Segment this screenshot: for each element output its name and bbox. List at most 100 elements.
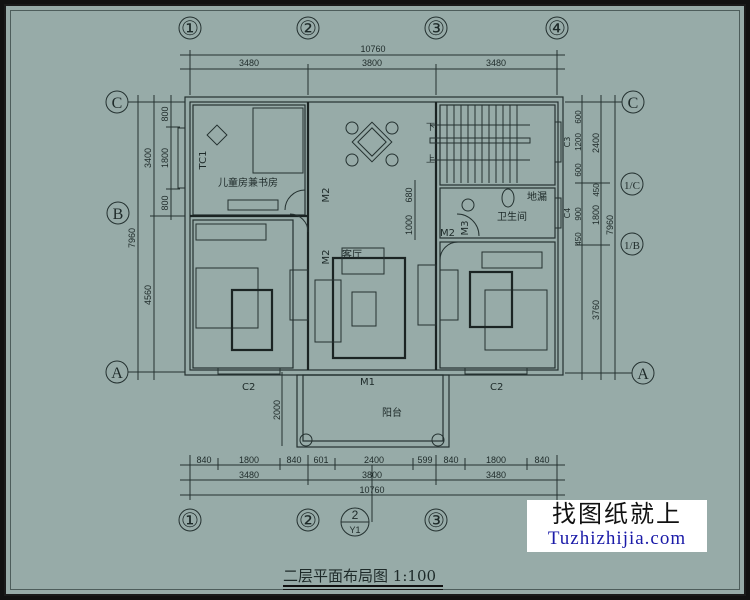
room-label-living: 客厅	[342, 248, 362, 261]
coffee-table-icon	[351, 291, 377, 327]
dim-left-800b: 800	[160, 195, 170, 210]
axis-markers-left: C B A 7960 3400 4560 800 1800 800	[105, 90, 185, 384]
dim-top-bay-2: 3800	[362, 58, 382, 68]
tv-cabinet-right-icon	[439, 269, 459, 321]
room-label-balcony: 阳台	[382, 406, 402, 419]
dim-bottom-5: 2400	[364, 455, 384, 465]
dim-bottom-1: 840	[196, 455, 211, 465]
door-swing-bed-left	[289, 213, 309, 233]
title-text: 二层平面布局图	[283, 567, 389, 585]
watermark: 找图纸就上 Tuzhizhijia.com	[527, 500, 707, 552]
label-c2-left: C2	[242, 382, 255, 393]
dim-right-2400: 2400	[591, 133, 601, 153]
label-c3: C3	[563, 137, 572, 148]
axis-2-label: ②	[299, 18, 317, 40]
axis-4-label: ④	[548, 18, 566, 40]
dim-right-1200: 1200	[574, 133, 583, 151]
window-tc1	[177, 127, 186, 189]
axis-b-left: B	[113, 206, 124, 223]
section-marker-top: 2	[352, 508, 359, 522]
sofa-top-icon	[341, 247, 385, 275]
dining-table-icon	[345, 121, 399, 167]
building-walls: 下 上	[184, 96, 564, 376]
rug-left-icon	[230, 288, 274, 352]
staircase: 下 上	[426, 105, 531, 183]
window-c3	[554, 121, 562, 163]
door-swing-bed-right	[439, 241, 459, 261]
chair-icon	[206, 124, 228, 146]
dim-right-450b: 450	[574, 232, 583, 246]
top-dimensions: 10760 3480 3800 3480	[180, 44, 565, 95]
axis-markers-right: C 1/C 1/B A 2400 1800 3760 7960 600 1200…	[565, 90, 655, 385]
door-swing-bath	[456, 213, 480, 237]
dim-left-4560: 4560	[143, 285, 153, 305]
label-c4: C4	[563, 208, 572, 219]
label-tc1: TC1	[198, 151, 209, 171]
drawing-title: 二层平面布局图 1:100	[283, 565, 436, 586]
axis-1-label: ①	[181, 18, 199, 40]
dim-top-bay-1: 3480	[239, 58, 259, 68]
axis-1-bottom: ①	[181, 510, 199, 532]
room-label-floor-drain: 地漏	[527, 190, 547, 203]
axis-1c-right: 1/C	[624, 180, 640, 192]
dim-left-total: 7960	[127, 228, 137, 248]
axis-1b-right: 1/B	[624, 240, 640, 252]
title-underline	[283, 585, 443, 587]
washbasin-icon	[461, 198, 475, 212]
desk-icon	[227, 199, 279, 211]
label-m2-bed-right: M2	[440, 228, 455, 239]
door-swing-kids	[284, 189, 306, 211]
bed-right-icon	[484, 289, 548, 351]
title-scale: 1:100	[392, 567, 437, 585]
tv-cabinet-mid-icon	[417, 264, 437, 326]
room-label-kids-study: 儿童房兼书房	[218, 176, 278, 189]
axis-c-left: C	[112, 95, 123, 112]
dim-left-3400: 3400	[143, 148, 153, 168]
dim-left-800a: 800	[160, 106, 170, 121]
dim-right-450a: 450	[592, 183, 601, 197]
kids-bed-icon	[252, 107, 304, 174]
stair-up-label: 上	[426, 154, 435, 165]
dim-right-total: 7960	[605, 215, 615, 235]
label-m3: M3	[460, 221, 471, 236]
dim-bottom-8: 1800	[486, 455, 506, 465]
label-c2-right: C2	[490, 382, 503, 393]
dim-bottom-7: 840	[443, 455, 458, 465]
dim-bottom-bay-3: 3480	[486, 470, 506, 480]
window-c2-left	[217, 367, 281, 375]
axis-2-bottom: ②	[299, 510, 317, 532]
dim-bottom-bay-1: 3480	[239, 470, 259, 480]
section-marker-bottom: Y1	[349, 525, 360, 535]
dim-right-3760: 3760	[591, 300, 601, 320]
dim-left-1800: 1800	[160, 148, 170, 168]
dim-right-600b: 600	[574, 163, 583, 177]
window-c2-right	[464, 367, 528, 375]
label-m2-kids: M2	[321, 188, 332, 203]
dim-top-total: 10760	[360, 44, 385, 54]
dim-bottom-2: 1800	[239, 455, 259, 465]
axis-markers-top: ① ② ③ ④	[178, 16, 569, 40]
watermark-url: Tuzhizhijia.com	[547, 528, 687, 549]
label-m2-bed-left: M2	[321, 250, 332, 265]
dim-top-bay-3: 3480	[486, 58, 506, 68]
dim-bottom-4: 601	[313, 455, 328, 465]
wardrobe-right-icon	[481, 251, 543, 269]
axis-c-right: C	[628, 95, 639, 112]
dim-center-680: 680	[404, 187, 414, 202]
wardrobe-left-icon	[195, 223, 267, 241]
living-room-rug	[331, 256, 407, 360]
tv-cabinet-left-icon	[289, 269, 309, 321]
sofa-side-icon	[314, 279, 342, 343]
dim-bottom-9: 840	[534, 455, 549, 465]
label-m1: M1	[360, 377, 375, 388]
dim-bottom-6: 599	[417, 455, 432, 465]
bed-left-icon	[195, 267, 259, 329]
dim-center-1000: 1000	[404, 215, 414, 235]
window-c4	[554, 197, 562, 229]
axis-3-label: ③	[427, 18, 445, 40]
watermark-cn: 找图纸就上	[552, 500, 682, 528]
axis-markers-bottom: ① ② 2 Y1 ③	[178, 465, 448, 537]
dim-right-600a: 600	[574, 110, 583, 124]
rug-right-icon	[468, 270, 514, 329]
